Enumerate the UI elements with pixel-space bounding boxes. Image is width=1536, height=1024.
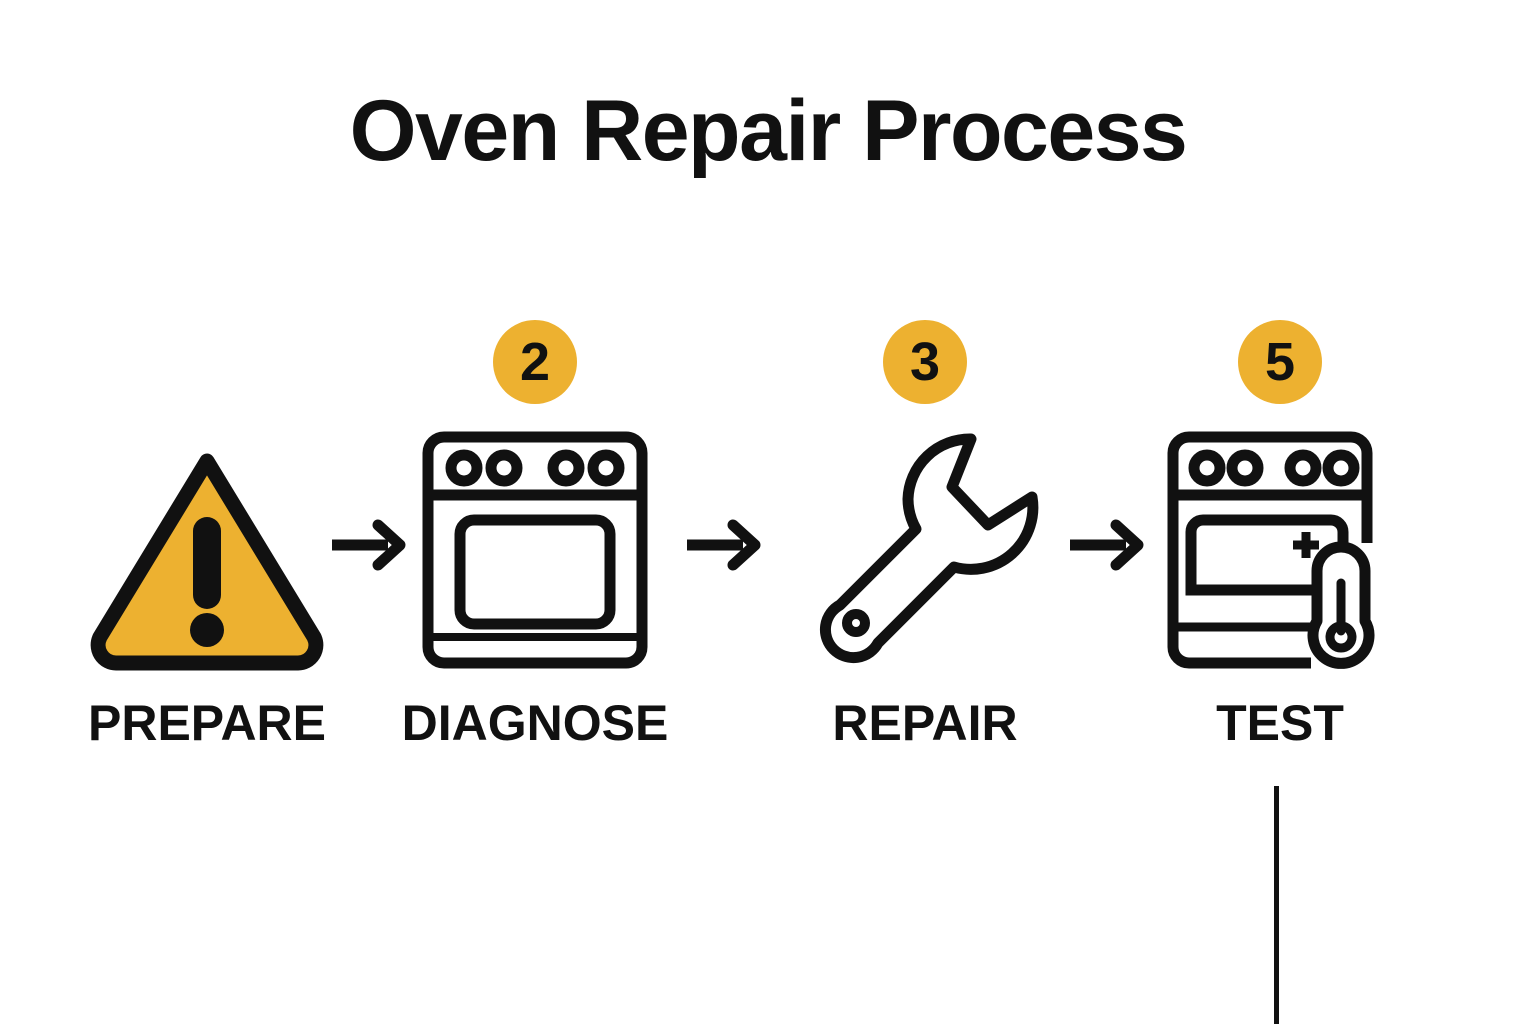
arrow-right-icon (685, 517, 765, 573)
step-badge-3: 3 (883, 320, 967, 404)
step-label-diagnose: DIAGNOSE (401, 695, 669, 751)
step-label-test: TEST (1216, 695, 1344, 751)
step-repair: 3 REPAIR (800, 320, 1050, 770)
step-prepare: PREPARE (82, 320, 332, 770)
warning-triangle-icon (82, 425, 332, 675)
oven-icon (410, 425, 660, 675)
vertical-rule (1274, 786, 1279, 1024)
step-badge-5: 5 (1238, 320, 1322, 404)
step-badge-2: 2 (493, 320, 577, 404)
step-test: 5 (1155, 320, 1405, 770)
step-label-prepare: PREPARE (87, 695, 327, 751)
page-title: Oven Repair Process (349, 83, 1188, 179)
step-label-repair: REPAIR (832, 695, 1018, 751)
wrench-icon (800, 425, 1050, 675)
arrow-right-icon (330, 517, 410, 573)
arrow-right-icon (1068, 517, 1148, 573)
step-diagnose: 2 DIAGNOSE (402, 320, 668, 770)
oven-thermometer-icon (1155, 425, 1405, 675)
